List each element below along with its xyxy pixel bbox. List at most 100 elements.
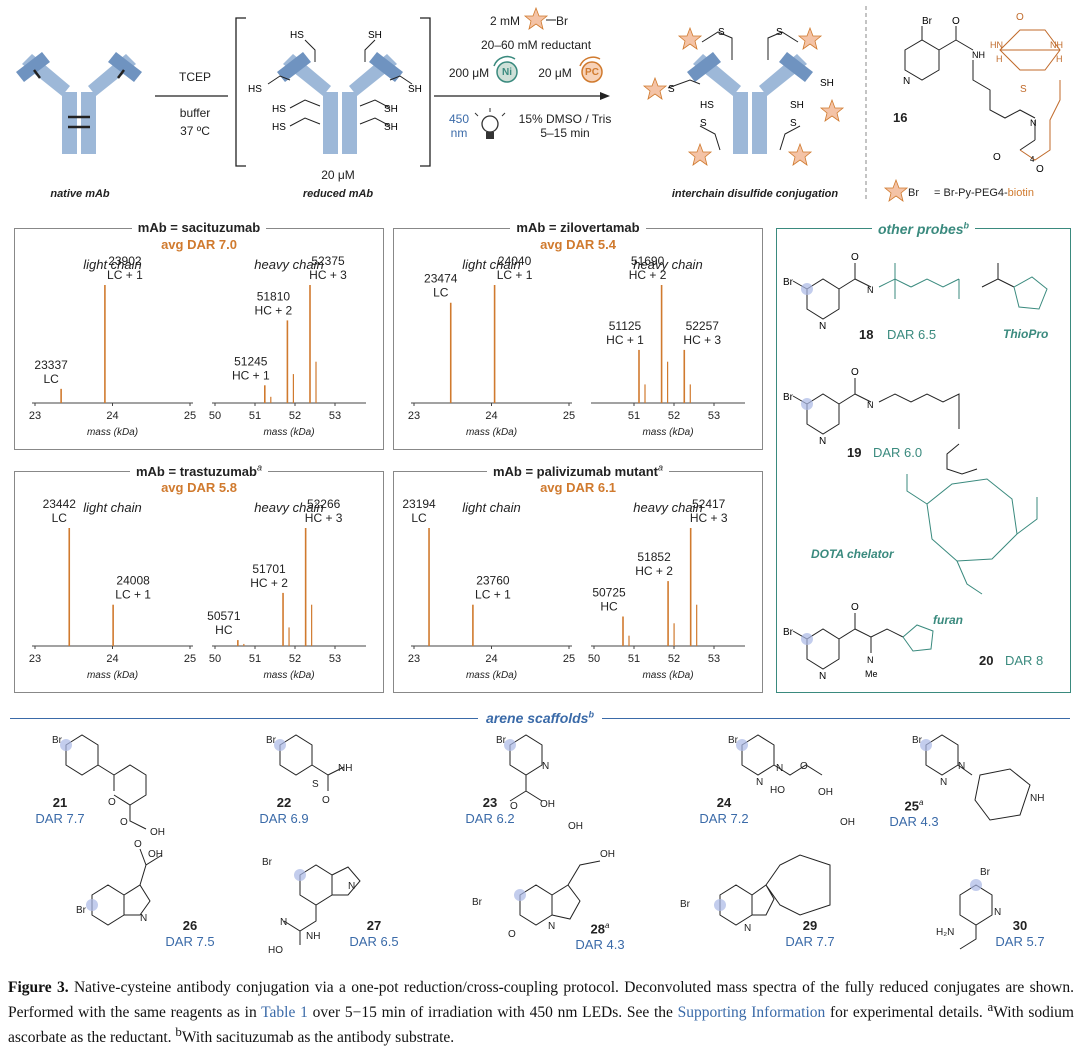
supporting-info-link[interactable]: Supporting Information: [677, 1004, 826, 1022]
x-axis-label: mass (kDa): [263, 427, 314, 438]
conjugation-label: interchain disulfide conjugation: [671, 188, 839, 200]
svg-text:NH: NH: [1050, 40, 1063, 50]
native-antibody-icon: [16, 52, 142, 154]
svg-text:O: O: [1036, 164, 1044, 175]
hc-peak-mass: 51125: [609, 319, 642, 333]
ni-conc: 200 μM: [448, 66, 490, 80]
svg-text:HS: HS: [290, 30, 304, 41]
svg-text:N: N: [867, 655, 874, 665]
lc-peak-mass: 23760: [476, 574, 510, 588]
arene-title: arene scaffoldsb: [0, 709, 1080, 726]
spectrum-panel-3: mAb = palivizumab mutanta avg DAR 6.1 23…: [393, 463, 763, 693]
probe-star-icon: [523, 6, 549, 30]
svg-text:HS: HS: [248, 84, 262, 95]
lc-peak-mass: 23902: [108, 254, 142, 268]
hc-peak-label: HC + 1: [232, 368, 270, 382]
svg-text:O: O: [952, 16, 960, 27]
other-probes-panel: other probesb: [776, 220, 1071, 693]
other-probes-title: other probesb: [777, 220, 1070, 237]
lc-peak-label: LC: [433, 286, 449, 300]
tick-label: 50: [209, 410, 221, 422]
svg-text:N: N: [958, 761, 965, 772]
hc-peak-mass: 51701: [252, 562, 286, 576]
svg-text:O: O: [134, 839, 142, 850]
svg-text:N: N: [1030, 118, 1037, 128]
svg-text:SH: SH: [384, 122, 398, 133]
svg-text:O: O: [108, 797, 116, 808]
table-1-link[interactable]: Table 1: [261, 1004, 308, 1022]
compound-number: 22: [276, 795, 292, 810]
tick-label: 24: [485, 653, 497, 665]
svg-text:N: N: [280, 917, 287, 928]
lc-peak-label: LC + 1: [497, 268, 533, 282]
svg-text:Br: Br: [76, 905, 87, 916]
compound-dar: DAR 7.7: [35, 811, 85, 826]
svg-text:SH: SH: [384, 104, 398, 115]
svg-text:Br: Br: [783, 627, 794, 638]
compound-number: 25: [904, 798, 919, 814]
time-text: 5–15 min: [540, 126, 590, 140]
svg-text:OH: OH: [568, 821, 583, 832]
x-axis-label: mass (kDa): [466, 670, 517, 681]
svg-text:O: O: [322, 795, 330, 806]
tick-label: 25: [563, 653, 575, 665]
svg-text:HO: HO: [770, 785, 785, 796]
probe-19-dar: DAR 6.0: [873, 445, 923, 460]
svg-text:Me: Me: [865, 669, 878, 679]
probe-20-dar: DAR 8: [1005, 653, 1044, 668]
svg-text:O: O: [993, 152, 1001, 163]
svg-text:S: S: [790, 118, 797, 129]
pc-label: PC: [585, 67, 599, 78]
panel-title: mAb = trastuzumaba: [15, 463, 383, 480]
svg-text:N: N: [542, 761, 549, 772]
x-axis-label: mass (kDa): [642, 670, 693, 681]
svg-text:OH: OH: [840, 817, 855, 828]
compound-number: 28: [590, 921, 605, 937]
compound-number: 23: [482, 795, 498, 810]
svg-text:NH: NH: [306, 931, 320, 942]
compound-dar: DAR 6.9: [259, 811, 309, 826]
footnote-b: b: [175, 1024, 182, 1040]
native-mab-label: native mAb: [50, 188, 110, 200]
panel-dar: avg DAR 5.8: [161, 480, 237, 495]
svg-text:N: N: [903, 76, 910, 87]
probe-16-number: 16: [893, 110, 908, 125]
light-wavelength: 450: [448, 112, 470, 126]
probe-16-structure: [904, 26, 1061, 161]
svg-text:N: N: [348, 881, 355, 892]
light-chain-label: light chain: [83, 500, 142, 515]
heavy-chain-label: heavy chain: [633, 257, 702, 272]
svg-text:Br: Br: [680, 899, 691, 910]
hc-peak-label: HC + 2: [629, 268, 667, 282]
svg-text:N: N: [819, 671, 826, 682]
lc-peak-label: LC + 1: [107, 268, 143, 282]
compound-dar: DAR 7.7: [785, 934, 835, 949]
svg-text:SH: SH: [408, 84, 422, 95]
nickel-catalyst-icon: [493, 55, 518, 83]
tick-label: 24: [106, 410, 118, 422]
caption-text: With sacituzumab as the antibody substra…: [181, 1029, 455, 1047]
svg-text:Br: Br: [262, 857, 273, 868]
tick-label: 53: [329, 410, 341, 422]
x-axis-label: mass (kDa): [642, 427, 693, 438]
compound-number: 27: [366, 918, 382, 933]
x-axis-label: mass (kDa): [466, 427, 517, 438]
compound-dar: DAR 4.3: [889, 814, 939, 830]
tick-label: 53: [329, 653, 341, 665]
step1-temp: 37 ºC: [180, 124, 210, 138]
tick-label: 24: [106, 653, 118, 665]
probe-18-number: 18: [859, 327, 874, 342]
panel-dar: avg DAR 7.0: [161, 237, 237, 252]
hc-peak-label: HC + 3: [683, 333, 721, 347]
panel-title: mAb = sacituzumab: [15, 220, 383, 235]
